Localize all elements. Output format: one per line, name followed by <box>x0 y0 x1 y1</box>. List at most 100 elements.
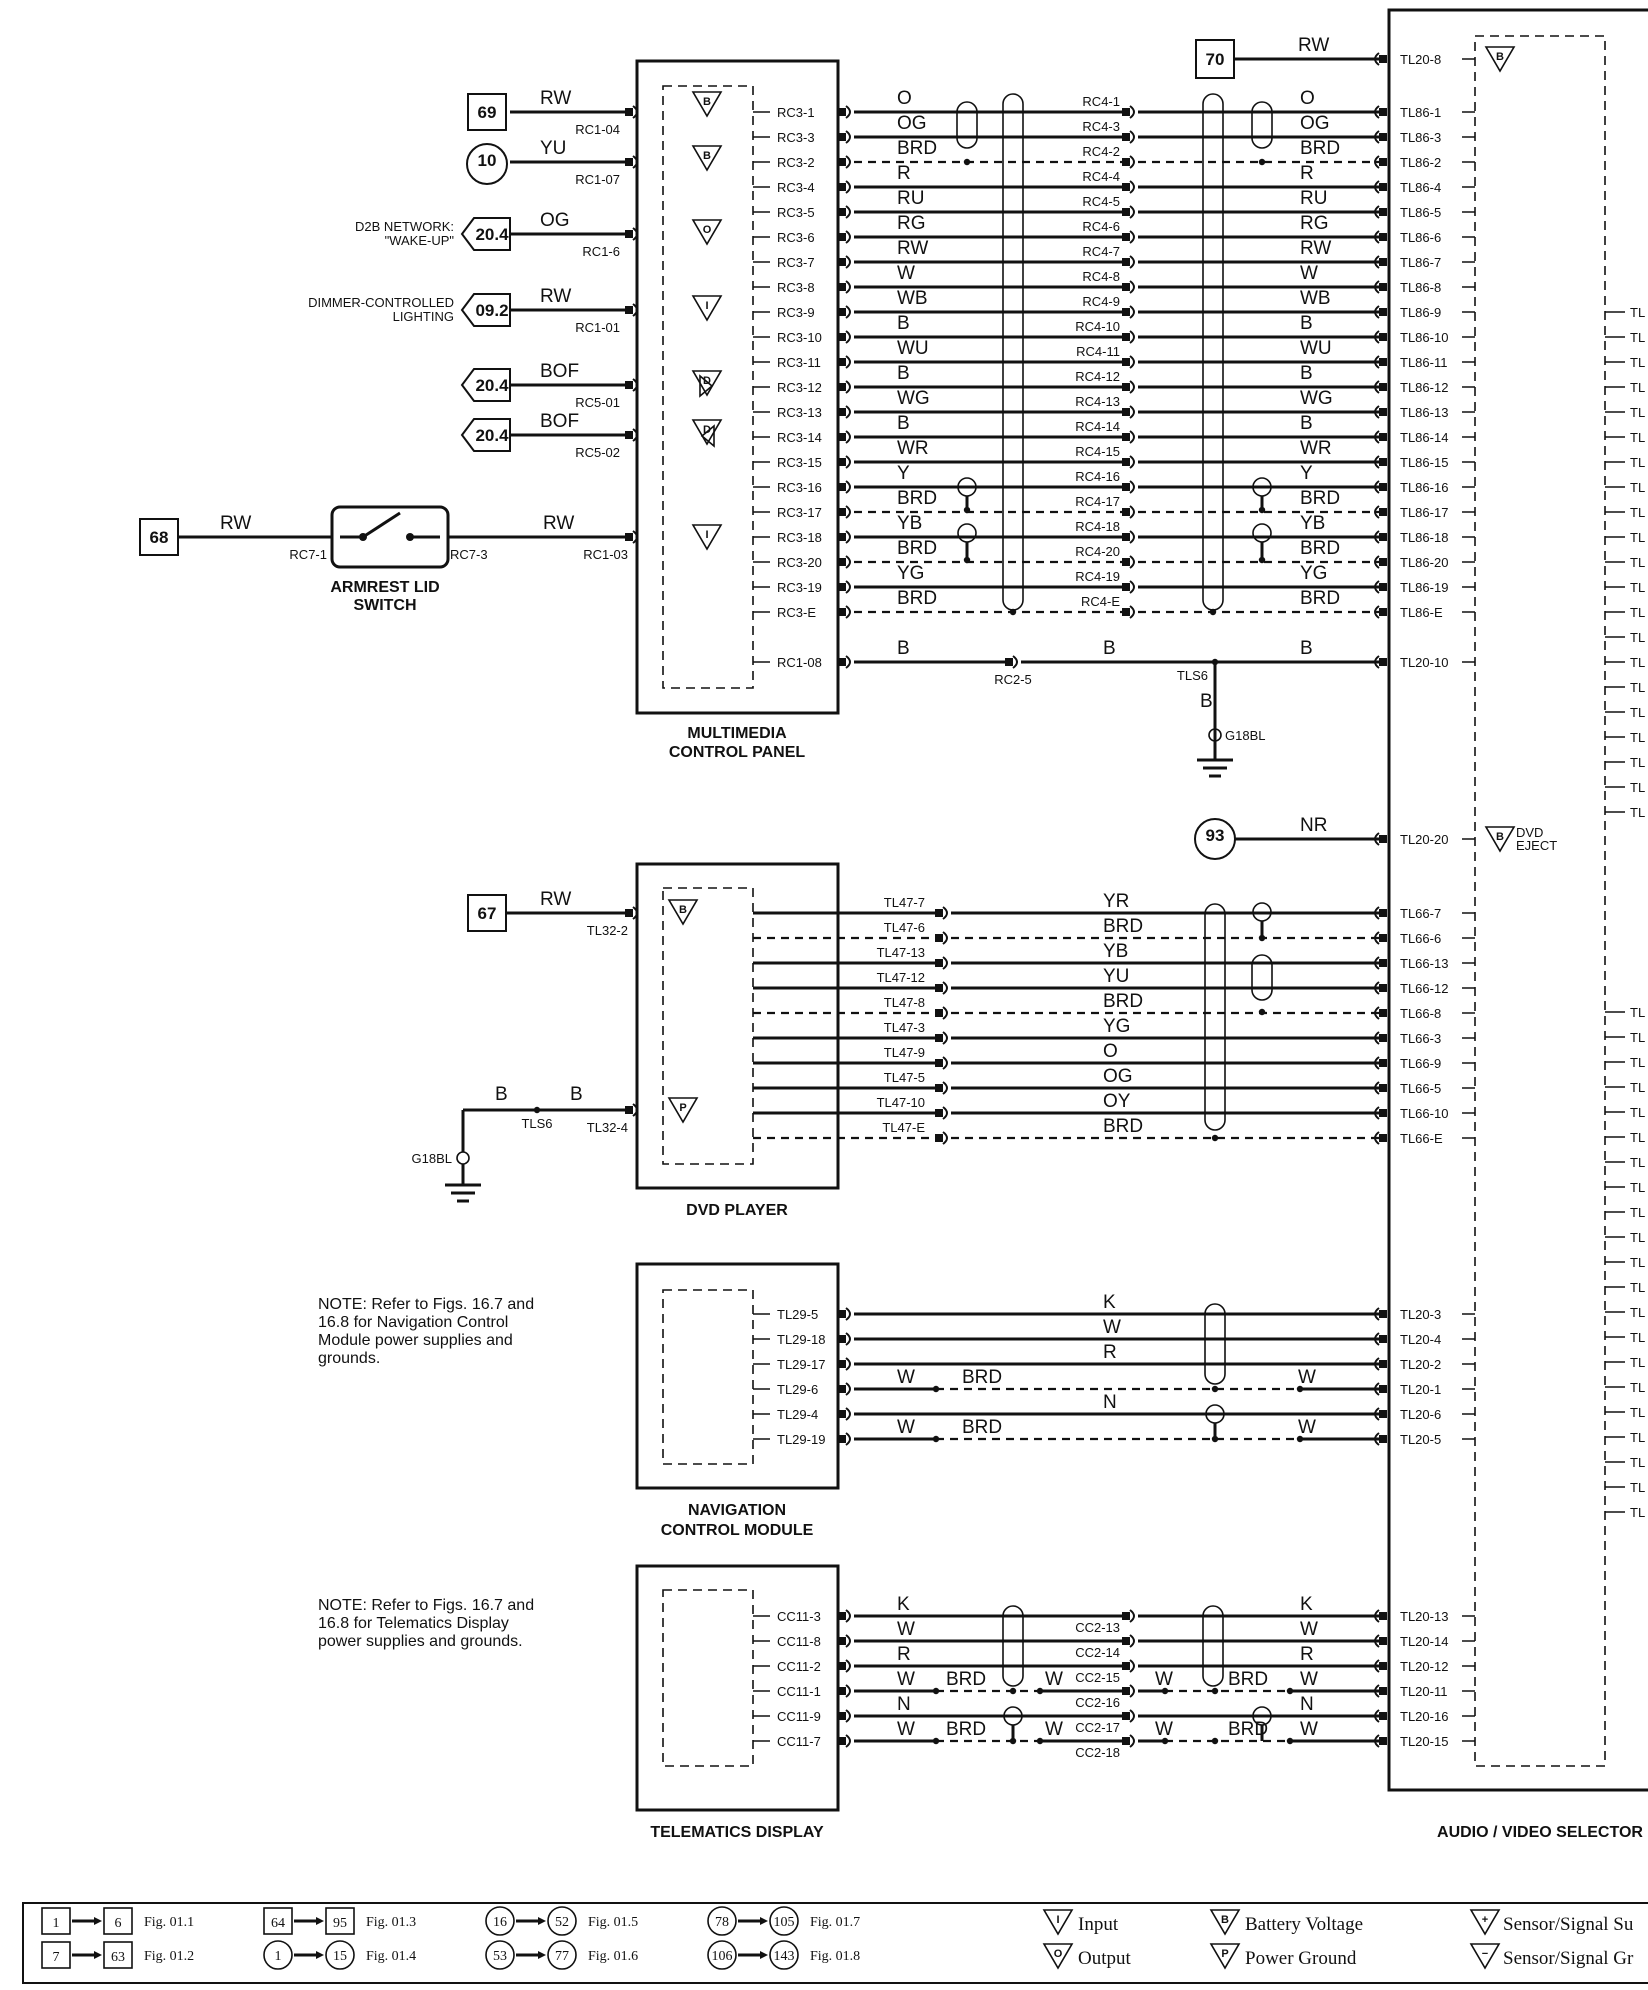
connector-arc <box>1374 1056 1380 1070</box>
tel-avs-label: TL20-11 <box>1400 1684 1447 1699</box>
mid-pin-label: RC4-1 <box>1082 94 1120 109</box>
legend-circle <box>547 1940 577 1970</box>
wire-color-left: O <box>897 88 912 109</box>
connector-arc <box>1374 832 1380 846</box>
shield-dvd-1 <box>1204 903 1226 1131</box>
dvd-gnd-pin <box>625 1106 633 1114</box>
dvd-wire-color: YB <box>1103 941 1128 962</box>
connector-arc <box>1129 380 1135 394</box>
legend-circle <box>547 1906 577 1936</box>
avs-pin <box>1379 984 1387 992</box>
input-pin-label: RC5-02 <box>575 445 620 460</box>
wire-color-right: B <box>1300 363 1313 384</box>
legend-box <box>263 1907 293 1935</box>
ground-label: G18BL <box>1225 728 1265 743</box>
tel-color-2: W <box>1300 1619 1318 1640</box>
dvd-avs-label: TL66-3 <box>1400 1031 1441 1046</box>
legend-sensor-ground-icon <box>1469 1943 1501 1970</box>
mcp-pin <box>838 583 846 591</box>
connector-arc <box>632 378 638 392</box>
wire-color-right: O <box>1300 88 1315 109</box>
connector-arc <box>1374 580 1380 594</box>
splice-dot <box>963 158 971 166</box>
wire-color-left: OG <box>897 113 927 134</box>
dvd-pin <box>935 934 943 942</box>
avs-pin <box>1379 1385 1387 1393</box>
nav-wire-right-color: W <box>1298 1367 1316 1388</box>
connector-arc <box>1374 505 1380 519</box>
input-pin <box>625 158 633 166</box>
connector-arc <box>1374 305 1380 319</box>
avs-right-label: TL <box>1630 1180 1645 1195</box>
legend-input-icon <box>1042 1909 1074 1936</box>
nav-note-2: 16.8 for Navigation Control <box>318 1314 508 1331</box>
tel-inner <box>662 1589 754 1767</box>
mcp-pin <box>838 158 846 166</box>
legend-ref-b: 63 <box>111 1950 125 1965</box>
wire-color-left: BRD <box>897 588 937 609</box>
wire-color-left: WG <box>897 388 930 409</box>
wire-color-right: OG <box>1300 113 1330 134</box>
tel-color-2a: W <box>1155 1719 1173 1740</box>
connector-arc <box>1374 130 1380 144</box>
legend-sensor-supply-icon-letter: + <box>1482 1914 1488 1926</box>
tel-pin <box>838 1712 846 1720</box>
connector-arc <box>632 227 638 241</box>
mcp-pin <box>838 458 846 466</box>
legend-battery-icon <box>1209 1909 1241 1936</box>
avs-right-label: TL <box>1630 555 1645 570</box>
wire-color-left: B <box>897 363 910 384</box>
wire-color-right: BRD <box>1300 488 1340 509</box>
legend-box <box>103 1907 133 1935</box>
ref-arrow <box>460 217 511 251</box>
ref-label-2: LIGHTING <box>393 309 454 324</box>
connector-arc <box>1129 155 1135 169</box>
dvd-avs-label: TL66-13 <box>1400 956 1448 971</box>
mcp-pin <box>838 258 846 266</box>
dvd-wire-color: YG <box>1103 1016 1130 1037</box>
avs-pin <box>1379 1637 1387 1645</box>
mcp-pin-label: RC3-3 <box>777 130 815 145</box>
gnd-avs-label: TL20-10 <box>1400 655 1448 670</box>
avs-pin <box>1379 1360 1387 1368</box>
mid-connector <box>1122 383 1130 391</box>
splice-dot <box>1286 1737 1294 1745</box>
avs-pin-label: TL86-16 <box>1400 480 1448 495</box>
tel-color-2: N <box>1300 1694 1314 1715</box>
mid-pin-label: RC4-7 <box>1082 244 1120 259</box>
tel-pin-label: CC11-9 <box>777 1709 821 1724</box>
legend-circle <box>769 1906 799 1936</box>
tel-color-1b: BRD <box>946 1719 986 1740</box>
mcp-title-1: MULTIMEDIA <box>687 725 787 742</box>
legend-arrow-head <box>538 1951 546 1959</box>
connector-arc <box>1374 981 1380 995</box>
dvd-pin-label: TL47-3 <box>884 1020 925 1035</box>
connector-arc <box>845 1734 851 1748</box>
left-arrow-icon <box>699 374 714 398</box>
avs-right-label: TL <box>1630 655 1645 670</box>
ref-number: 20.4 <box>475 426 509 445</box>
nav-wire-color: BRD <box>962 1417 1002 1438</box>
wire-color-left: B <box>897 413 910 434</box>
mid-pin-label: RC4-8 <box>1082 269 1120 284</box>
mid-connector <box>1122 283 1130 291</box>
connector-arc <box>1129 280 1135 294</box>
ref-number-70: 70 <box>1206 50 1225 69</box>
legend-ref-a: 1 <box>275 1949 282 1964</box>
connector-arc <box>942 1131 948 1145</box>
ref-label-2: "WAKE-UP" <box>385 233 455 248</box>
cc2-connector <box>1122 1637 1130 1645</box>
mcp-symbol-0 <box>691 91 723 118</box>
avs-right-label: TL <box>1630 380 1645 395</box>
mid-connector <box>1122 408 1130 416</box>
shield-tel-2 <box>1202 1605 1224 1687</box>
legend-box <box>41 1907 71 1935</box>
connector-arc <box>1129 580 1135 594</box>
legend-fig: Fig. 01.2 <box>144 1949 194 1964</box>
avs-pin <box>1379 283 1387 291</box>
armrest-pin-right: RC7-3 <box>450 547 488 562</box>
connector-arc <box>1129 505 1135 519</box>
avs-pin-label: TL86-18 <box>1400 530 1448 545</box>
tel-color-2: K <box>1300 1594 1313 1615</box>
ref-arrow <box>460 293 511 327</box>
